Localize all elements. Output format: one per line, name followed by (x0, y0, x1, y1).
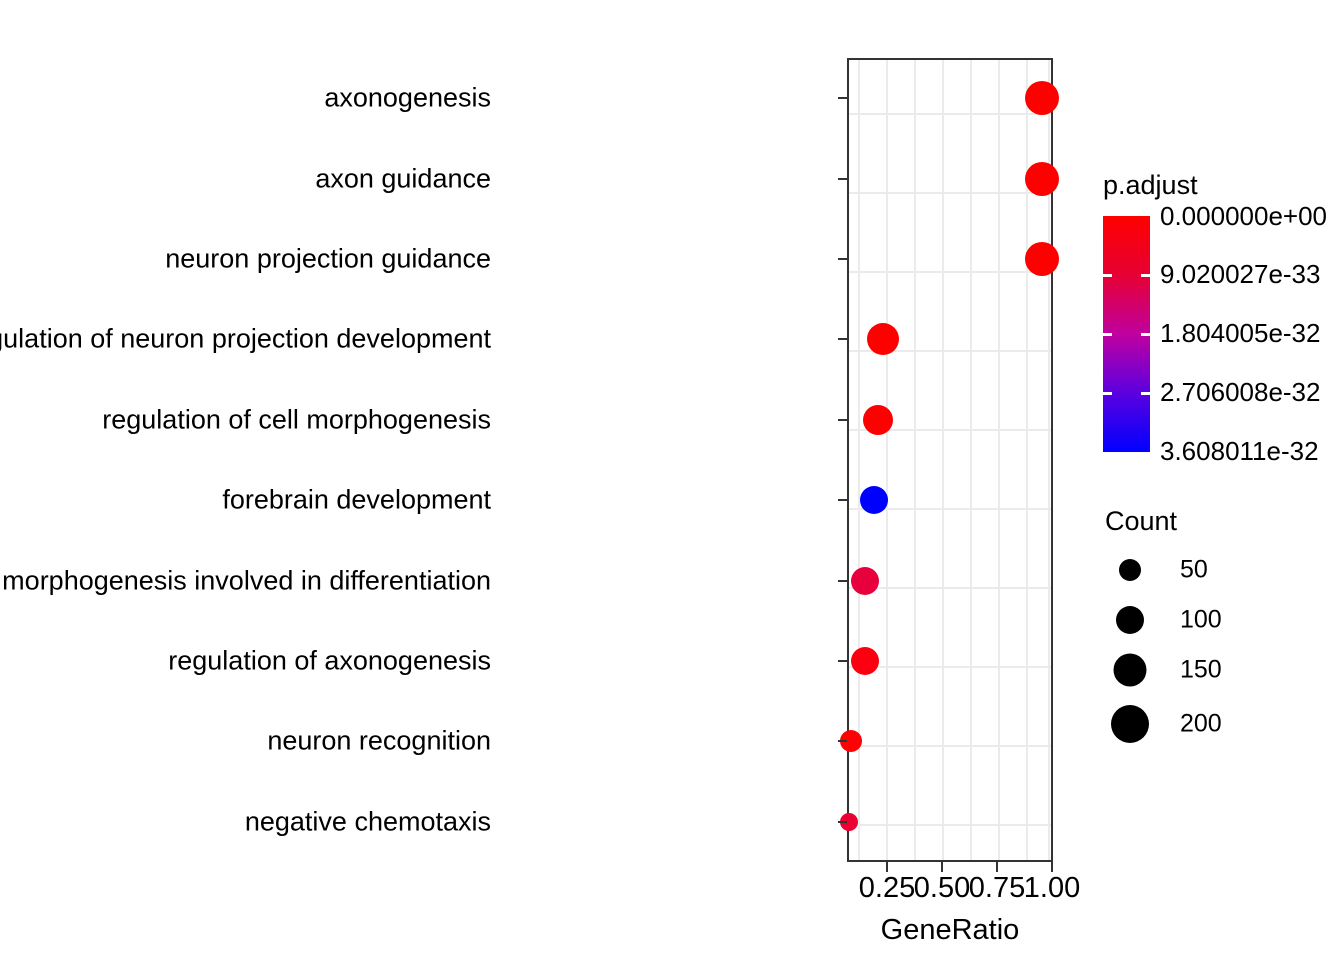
color-legend-bar (1103, 216, 1150, 452)
y-axis-label-0: axonogenesis (324, 82, 491, 113)
color-legend-label-4: 3.608011e-32 (1160, 436, 1319, 466)
data-dot (850, 647, 879, 675)
data-dot (866, 323, 899, 356)
colorbar-tick (1103, 274, 1112, 277)
plot-panel (840, 58, 1059, 862)
y-axis-tick (838, 820, 847, 823)
gridline-horizontal (849, 429, 1051, 431)
y-axis-label-4: regulation of cell morphogenesis (102, 404, 491, 435)
y-axis-label-3: regulation of neuron projection developm… (0, 323, 491, 354)
data-dots-layer (840, 60, 1059, 860)
data-dot (1024, 161, 1059, 196)
y-axis-tick (838, 499, 847, 502)
gridline-vertical (998, 60, 1000, 860)
data-dot (850, 566, 879, 595)
gridline-horizontal (849, 666, 1051, 668)
size-legend-label-2: 150 (1180, 655, 1222, 684)
y-axis-label-9: negative chemotaxis (244, 806, 491, 837)
gridline-horizontal (849, 745, 1051, 747)
x-axis-tick (996, 862, 998, 872)
gridline-vertical (970, 60, 972, 860)
size-legend-key-150 (1113, 653, 1147, 687)
y-axis-label-2: neuron projection guidance (165, 243, 491, 274)
color-legend-label-1: 9.020027e-33 (1160, 259, 1321, 289)
size-legend-key-50 (1119, 559, 1141, 581)
size-legend-label-0: 50 (1180, 555, 1208, 584)
data-dot (863, 404, 894, 435)
y-axis-tick (838, 660, 847, 662)
x-axis-label-3: 1.00 (1023, 872, 1081, 904)
colorbar-tick (1141, 333, 1150, 336)
data-dot (840, 812, 859, 831)
y-axis-tick (838, 97, 847, 100)
y-axis-label-8: neuron recognition (267, 725, 491, 756)
data-dot (859, 486, 888, 515)
y-axis-tick (838, 579, 847, 582)
y-axis-tick (838, 418, 847, 421)
data-dot (840, 730, 863, 753)
x-axis-tick (1051, 862, 1053, 872)
y-axis-tick (838, 338, 847, 341)
data-dot (1024, 242, 1059, 276)
y-axis-tick (838, 258, 847, 260)
x-axis-title: GeneRatio (880, 914, 1020, 946)
y-axis-label-7: regulation of axonogenesis (168, 645, 491, 676)
gridline-vertical (914, 60, 916, 860)
gridline-horizontal (849, 508, 1051, 510)
x-axis-label-0: 0.25 (858, 872, 916, 904)
gridline-horizontal (849, 824, 1051, 826)
data-dot (1024, 81, 1059, 116)
y-axis-tick (838, 177, 847, 180)
gridline-horizontal (849, 192, 1051, 194)
color-legend-label-2: 1.804005e-32 (1160, 318, 1321, 348)
size-legend-key-100 (1116, 606, 1144, 634)
y-axis-label-6: regulation of cell morphogenesis involve… (0, 565, 491, 596)
gridline-vertical (1048, 60, 1050, 860)
gridline-vertical (942, 60, 944, 860)
colorbar-tick (1103, 392, 1112, 395)
y-axis-tick (838, 740, 847, 743)
size-legend-title: Count (1105, 506, 1178, 536)
gridline-horizontal (849, 271, 1051, 273)
gridline-horizontal (849, 350, 1051, 352)
color-legend-label-0: 0.000000e+00 (1160, 201, 1328, 231)
y-axis-label-5: forebrain development (222, 484, 491, 515)
x-axis-label-2: 0.75 (968, 872, 1026, 904)
gridline-vertical (1026, 60, 1028, 860)
gridline-horizontal (849, 113, 1051, 115)
size-legend-label-3: 200 (1180, 709, 1222, 738)
color-legend-label-3: 2.706008e-32 (1160, 377, 1321, 407)
y-axis-label-1: axon guidance (315, 163, 491, 194)
x-axis-tick (886, 862, 888, 872)
gridline-vertical (858, 60, 860, 860)
size-legend-key-200 (1111, 705, 1149, 743)
x-axis-tick (941, 862, 943, 872)
size-legend-label-1: 100 (1180, 605, 1222, 634)
colorbar-tick (1141, 274, 1150, 277)
x-axis-label-1: 0.50 (913, 872, 971, 904)
gridline-horizontal (849, 587, 1051, 589)
color-legend-title: p.adjust (1103, 170, 1198, 200)
colorbar-tick (1141, 392, 1150, 395)
gridline-vertical (886, 60, 888, 860)
colorbar-tick (1103, 333, 1112, 336)
